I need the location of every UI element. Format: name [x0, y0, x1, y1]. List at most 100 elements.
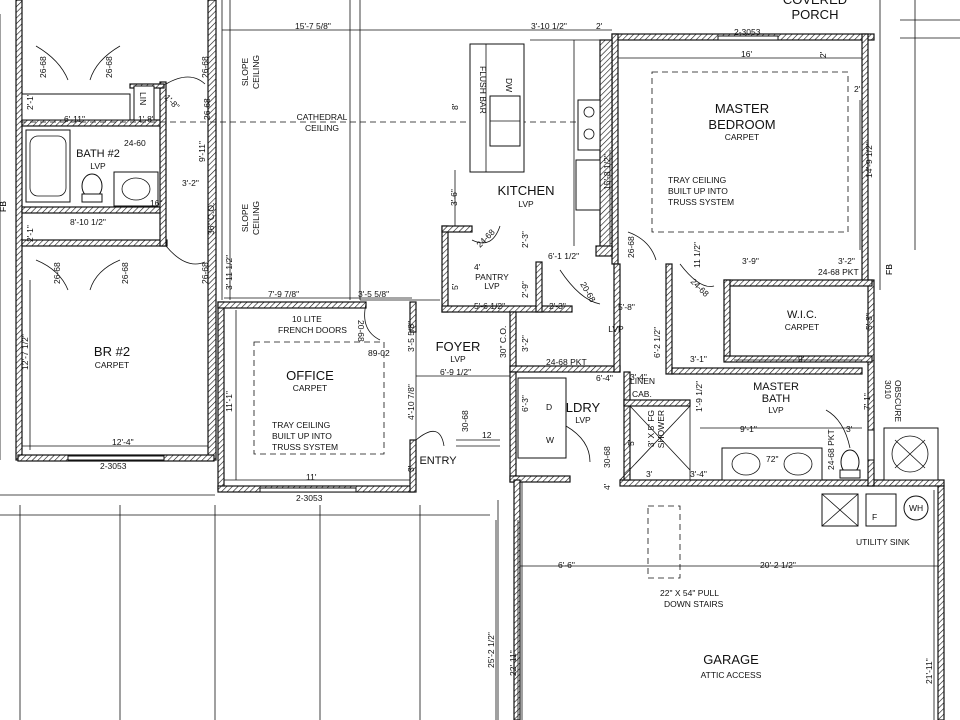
- dim-text: 12'-7 1/2": [20, 334, 30, 370]
- dim-text: 8'-10 1/2": [70, 217, 106, 227]
- shower-2: SHOWER: [656, 410, 666, 448]
- obscure-note: 3010OBSCURE: [883, 380, 903, 422]
- doors: [35, 45, 851, 463]
- dim-text: 26-68: [200, 56, 210, 78]
- bath2-label: BATH #2: [76, 148, 120, 160]
- fb-right: FB: [884, 264, 894, 275]
- windows: [67, 35, 875, 493]
- dim-text: 26-68: [202, 98, 212, 120]
- french-1: 10 LITE: [292, 314, 322, 324]
- dim-text: 2-3053: [100, 461, 127, 471]
- covered-porch-line2: PORCH: [792, 7, 839, 22]
- dim-text: 5'-8": [618, 302, 635, 312]
- bath2-fixtures: [21, 85, 159, 207]
- co30-note: 30" C.O.: [498, 326, 508, 358]
- vanity-72-note: 72": [766, 454, 778, 464]
- dim-text: 30-68: [460, 410, 470, 432]
- obscure-2: OBSCURE: [893, 380, 903, 422]
- wic-floor: CARPET: [785, 322, 819, 332]
- dimension-texts: 15'-7 5/8" 3'-10 1/2" 2' 2-3053 16' 2' 2…: [0, 21, 934, 684]
- flush-bar-note: FLUSH BAR: [478, 66, 488, 114]
- dim-text: 4': [474, 262, 481, 272]
- dim-text: 11'-1": [224, 391, 234, 412]
- dim-text: 2'-3": [520, 231, 530, 248]
- dim-text: 12: [482, 430, 492, 440]
- dim-text: 6'-11": [64, 114, 85, 124]
- dim-text: 3'-4": [690, 469, 707, 479]
- tray-o-2: BUILT UP INTO: [272, 431, 332, 441]
- dim-text: 21'-11": [924, 658, 934, 684]
- dim-text: FB: [884, 264, 894, 275]
- linen-1: LINEN: [630, 376, 655, 386]
- dim-text: 89-02: [368, 348, 390, 358]
- br2-floor: CARPET: [95, 360, 129, 370]
- dim-text: 24-68 PKT: [818, 267, 859, 277]
- dim-text: 24-68 PKT: [546, 357, 587, 367]
- office-label: OFFICE: [286, 368, 334, 383]
- dw-note: DW: [504, 78, 514, 92]
- dim-text: 9'-11": [197, 141, 207, 162]
- slope-note-bottom: SLOPECEILING: [240, 201, 261, 235]
- dim-text: 22'-11": [508, 650, 518, 676]
- ldry-floor: LVP: [575, 415, 591, 425]
- entry-label: ENTRY: [419, 455, 457, 467]
- dim-text: 2-3053: [734, 27, 761, 37]
- dim-text: 7'-1": [862, 393, 872, 410]
- linen-2: CAB.: [632, 389, 652, 399]
- dim-text: 9': [798, 354, 805, 364]
- dim-text: 7'-9 7/8": [268, 289, 299, 299]
- dim-text: 26-68: [38, 56, 48, 78]
- tray-m-1: TRAY CEILING: [668, 175, 726, 185]
- garage-label: GARAGE: [703, 652, 759, 667]
- master-bedroom-line1: MASTER: [715, 101, 769, 116]
- dim-text: 11': [306, 472, 317, 482]
- dim-text: 24-68: [689, 276, 712, 299]
- bath2-floor: LVP: [90, 161, 106, 171]
- dim-text: 5': [626, 439, 636, 446]
- dim-text: 6'-4": [596, 373, 613, 383]
- dim-text: 3'-2": [838, 256, 855, 266]
- dim-text: 3'-2": [182, 178, 199, 188]
- dim-text: 2-3053: [296, 493, 323, 503]
- wh-label: WH: [909, 503, 923, 513]
- laundry-fixtures: [517, 377, 567, 459]
- dim-text: 6'-3": [520, 395, 530, 412]
- dim-text: 1'-9 1/2": [694, 381, 704, 412]
- lin-note: LIN: [138, 92, 148, 105]
- dim-text: 4': [602, 483, 612, 490]
- dim-text: 6'-2 1/2": [652, 327, 662, 358]
- dim-text: 2'-1": [25, 93, 35, 110]
- dim-text: 20'-2 1/2": [760, 560, 796, 570]
- french-2: FRENCH DOORS: [278, 325, 347, 335]
- dim-text: 3': [646, 469, 653, 479]
- dim-text: 2': [818, 51, 828, 58]
- ldry-label: LDRY: [566, 400, 601, 415]
- dim-text: 15'-8 1/2": [602, 154, 612, 190]
- foyer-label: FOYER: [436, 339, 481, 354]
- partitions: [221, 0, 691, 481]
- master-bath-fixtures: [721, 427, 939, 527]
- master-bedroom-floor: CARPET: [725, 132, 759, 142]
- master-bath-floor: LVP: [768, 405, 784, 415]
- dim-text: 26-68: [120, 262, 130, 284]
- dim-text: 14'-9 1/2": [864, 142, 874, 178]
- slope-bot-line2: CEILING: [251, 201, 261, 235]
- dim-text: 26-68: [52, 262, 62, 284]
- dim-text: 5': [450, 283, 460, 290]
- shower-1: 3' X 5' FG: [646, 410, 656, 447]
- linen-note: LINEN CAB.: [630, 376, 655, 399]
- master-bath-line2: BATH: [762, 393, 791, 405]
- covered-porch-line1: COVERED: [783, 0, 847, 7]
- utility-sink-note: UTILITY SINK: [856, 537, 910, 547]
- tray-m-2: BUILT UP INTO: [668, 186, 728, 196]
- dim-text: 3'-5 5/8": [406, 321, 416, 352]
- hall-floor: LVP: [608, 324, 624, 334]
- br2-label: BR #2: [94, 344, 130, 359]
- dim-text: 6'-1 1/2": [548, 251, 579, 261]
- tray-o-3: TRUSS SYSTEM: [272, 442, 338, 452]
